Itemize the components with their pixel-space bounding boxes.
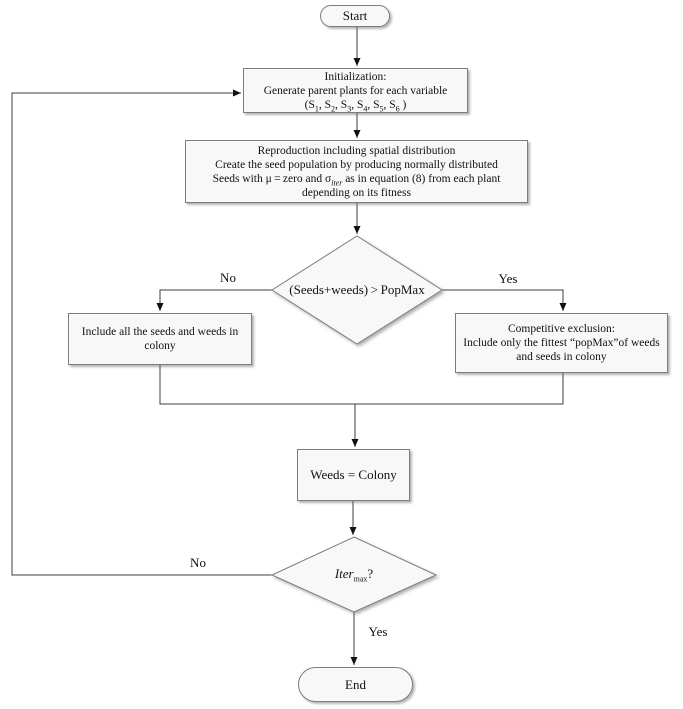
- start-node: Start: [320, 5, 390, 27]
- reproduction-line2: Create the seed population by producing …: [215, 158, 498, 171]
- iter-no-label: No: [190, 555, 206, 570]
- competitive-line1: Competitive exclusion:: [508, 323, 615, 335]
- iter-decision-label: Itermax?: [334, 566, 374, 584]
- start-label: Start: [342, 8, 368, 23]
- reproduction-line4: depending on its fitness: [302, 186, 411, 199]
- reproduction-line3: Seeds with μ = zero and σiter as in equa…: [212, 172, 501, 187]
- end-node: End: [298, 667, 413, 702]
- initialization-title: Initialization:: [324, 70, 387, 83]
- initialization-variables: (S1, S2, S3, S4, S5, S6 ): [304, 98, 407, 113]
- reproduction-line1: Reproduction including spatial distribut…: [257, 144, 456, 157]
- weeds-colony-node: Weeds = Colony: [297, 449, 410, 501]
- include-all-line1: Include all the seeds and weeds in: [81, 326, 239, 338]
- initialization-line2: Generate parent plants for each variable: [263, 84, 448, 97]
- popmax-decision-label: (Seeds+weeds) > PopMax: [289, 282, 425, 297]
- initialization-node: Initialization: Generate parent plants f…: [243, 68, 468, 113]
- competitive-line3: and seeds in colony: [516, 351, 607, 363]
- iter-decision-diamond: [270, 536, 438, 613]
- popmax-no-label: No: [220, 270, 236, 285]
- include-all-node: Include all the seeds and weeds in colon…: [68, 313, 252, 365]
- reproduction-node: Reproduction including spatial distribut…: [185, 140, 528, 203]
- popmax-decision-diamond: [271, 235, 443, 345]
- edge-popmax-yes-branch: [442, 289, 567, 311]
- iter-yes-label: Yes: [368, 624, 388, 639]
- include-all-line2: colony: [144, 340, 176, 352]
- competitive-line2: Include only the fittest “popMax”of weed…: [463, 337, 660, 349]
- edge-branch-merge: [159, 365, 564, 405]
- edge-iter-no-loopback: [11, 89, 272, 576]
- competitive-exclusion-node: Competitive exclusion: Include only the …: [455, 313, 668, 373]
- popmax-yes-label: Yes: [498, 271, 518, 286]
- end-label: End: [345, 676, 366, 692]
- edge-popmax-no-branch: [156, 289, 272, 311]
- weeds-colony-label: Weeds = Colony: [310, 467, 397, 482]
